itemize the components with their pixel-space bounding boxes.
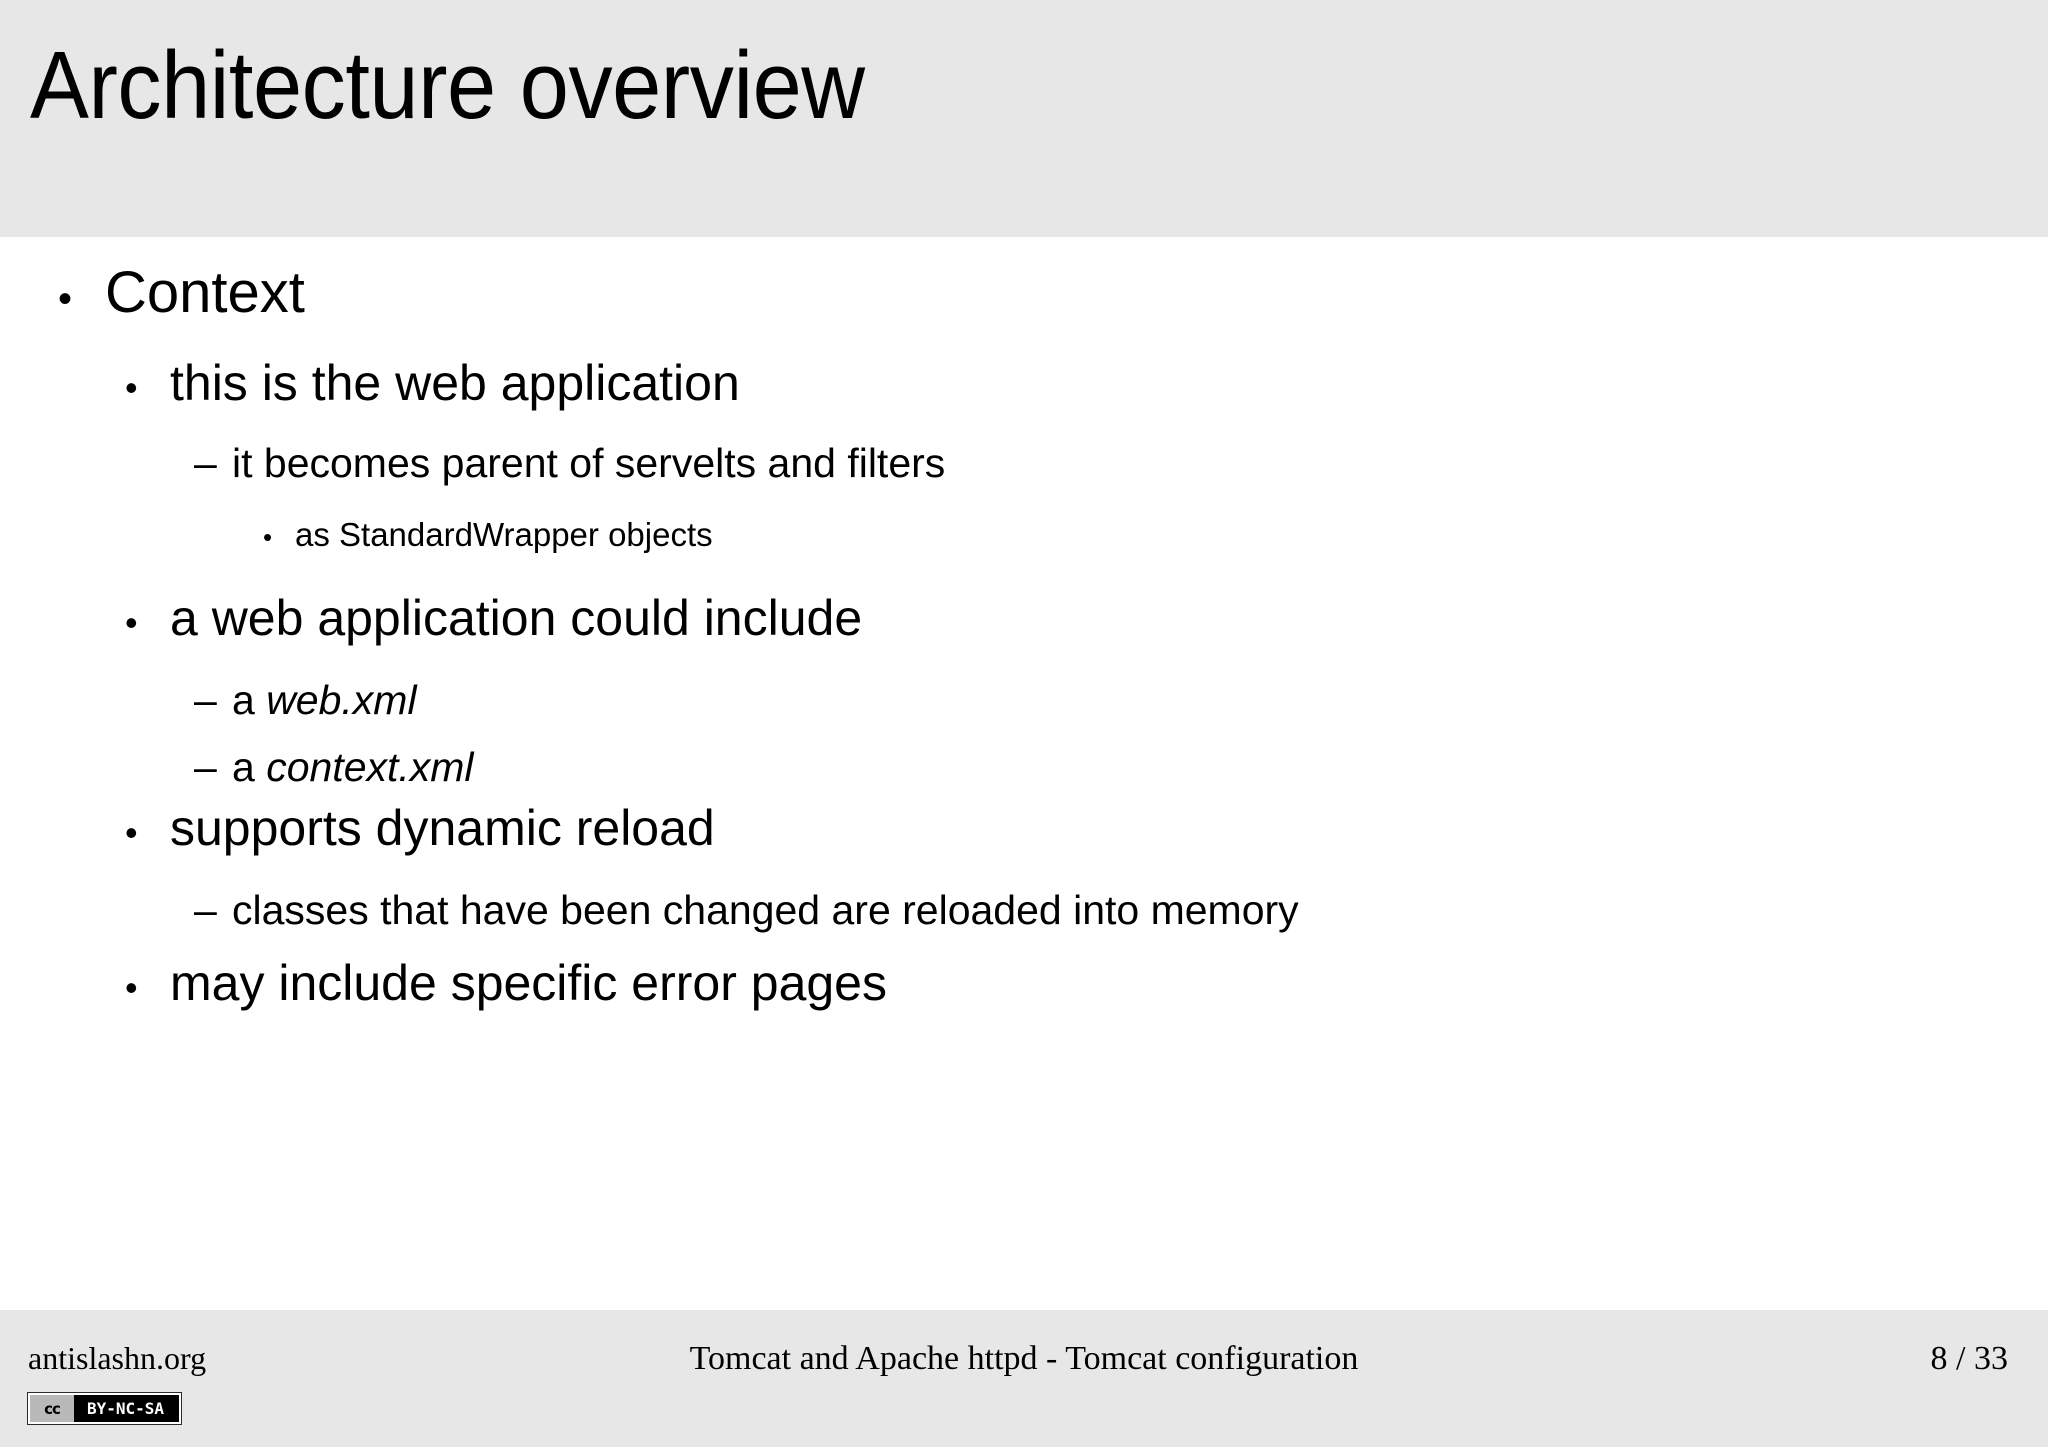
bullet-label: supports dynamic reload bbox=[170, 800, 715, 856]
footer-site-name: antislashn.org bbox=[28, 1340, 207, 1376]
bullet-marker-icon: • bbox=[58, 277, 73, 321]
bullet-item: • a web application could include bbox=[125, 589, 862, 647]
creative-commons-license-icon: cc BY-NC-SA bbox=[27, 1392, 182, 1425]
footer-deck-title: Tomcat and Apache httpd - Tomcat configu… bbox=[689, 1340, 1359, 1377]
bullet-label-plain: a bbox=[232, 677, 267, 723]
bullet-marker-icon: – bbox=[194, 677, 217, 723]
bullet-marker-icon: • bbox=[125, 602, 138, 643]
bullet-label: a web application could include bbox=[170, 590, 863, 646]
bullet-item: • may include specific error pages bbox=[125, 954, 887, 1012]
bullet-marker-icon: – bbox=[194, 887, 217, 933]
bullet-label: classes that have been changed are reloa… bbox=[232, 887, 1299, 933]
slide-footer: antislashn.org Tomcat and Apache httpd -… bbox=[0, 1310, 2048, 1447]
bullet-label-plain: a bbox=[232, 744, 267, 790]
bullet-marker-icon: • bbox=[263, 522, 273, 552]
footer-page-number: 8 / 33 bbox=[1930, 1340, 2008, 1377]
cc-terms-label: BY-NC-SA bbox=[86, 1399, 165, 1418]
slide-body: • Context • this is the web application … bbox=[0, 237, 2048, 1310]
bullet-item: – a context.xml bbox=[194, 744, 474, 791]
cc-mark-icon: cc bbox=[30, 1395, 74, 1422]
bullet-label: may include specific error pages bbox=[170, 955, 887, 1011]
bullet-label: as StandardWrapper objects bbox=[295, 516, 713, 553]
bullet-label: a web.xml bbox=[232, 677, 417, 724]
bullet-label: this is the web application bbox=[170, 355, 740, 411]
bullet-marker-icon: – bbox=[194, 744, 217, 790]
slide-header: Architecture overview bbox=[0, 0, 2048, 237]
bullet-marker-icon: • bbox=[125, 812, 138, 853]
bullet-label: a context.xml bbox=[232, 744, 474, 791]
bullet-label-emphasis: web.xml bbox=[266, 677, 417, 723]
bullet-item: • supports dynamic reload bbox=[125, 799, 715, 857]
bullet-item: • this is the web application bbox=[125, 354, 740, 412]
bullet-item: – a web.xml bbox=[194, 677, 417, 724]
bullet-item: – classes that have been changed are rel… bbox=[194, 887, 1299, 934]
bullet-item: • as StandardWrapper objects bbox=[263, 516, 713, 554]
bullet-label: it becomes parent of servelts and filter… bbox=[232, 440, 946, 486]
bullet-marker-icon: • bbox=[125, 367, 138, 408]
bullet-label: Context bbox=[105, 260, 305, 325]
bullet-marker-icon: – bbox=[194, 440, 217, 486]
bullet-marker-icon: • bbox=[125, 967, 138, 1008]
bullet-label-emphasis: context.xml bbox=[266, 744, 474, 790]
bullet-item: – it becomes parent of servelts and filt… bbox=[194, 440, 945, 487]
page-title: Architecture overview bbox=[30, 32, 865, 139]
bullet-item: • Context bbox=[58, 259, 305, 326]
